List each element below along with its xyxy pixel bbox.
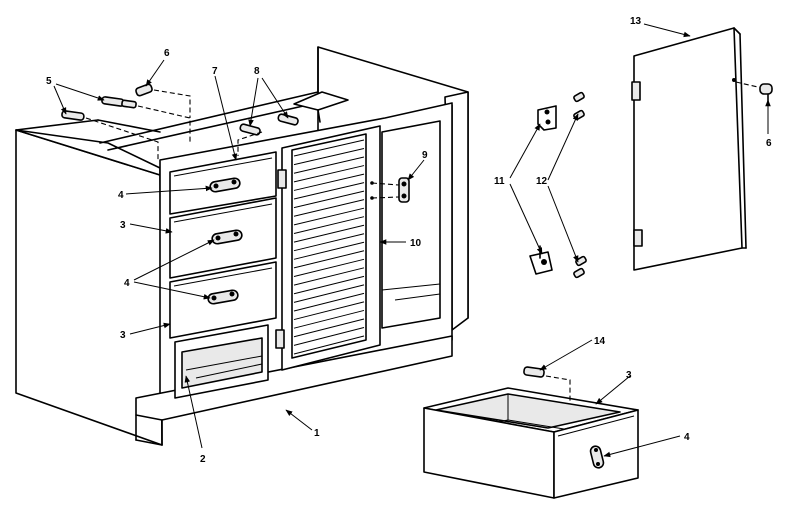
callout-8: 8 <box>254 66 260 77</box>
louver-slat <box>293 301 365 321</box>
louver-slat <box>293 233 365 252</box>
hinge-part-11 <box>529 105 557 275</box>
hinge-icon <box>633 229 643 247</box>
louver-slat <box>293 139 365 157</box>
hinge-icon <box>275 329 285 349</box>
louver-slat <box>293 207 365 226</box>
louver-slat <box>293 182 365 200</box>
drawer-pulls <box>207 177 243 305</box>
louver-slat <box>293 284 365 303</box>
louver-slat <box>293 326 365 346</box>
screw-part-6-left <box>135 83 191 118</box>
hinge-icon <box>631 81 641 101</box>
corner-bracket <box>293 91 349 123</box>
screws-part-5 <box>61 96 191 160</box>
louver-slat <box>293 148 365 166</box>
louver-slat <box>293 224 365 243</box>
louver-slat <box>293 258 365 278</box>
louver-slat <box>293 241 365 260</box>
callout-4-lower: 4 <box>124 278 130 289</box>
callout-6-left: 6 <box>164 48 170 59</box>
louver-slat <box>293 250 365 269</box>
callout-13: 13 <box>630 16 642 27</box>
louver-slat <box>293 165 365 183</box>
callout-4-upper: 4 <box>118 190 124 201</box>
callout-14: 14 <box>594 336 606 347</box>
hinge-icon <box>277 169 287 189</box>
louver-slat <box>293 309 365 329</box>
pull-handle-icon <box>211 229 243 245</box>
callout-11: 11 <box>494 176 505 187</box>
pull-handle-icon <box>207 289 239 305</box>
callout-labels: 1 2 3 3 3 4 4 4 5 6 6 7 8 9 10 11 12 13 … <box>46 16 772 465</box>
louvered-door <box>275 125 381 371</box>
door-louvers <box>293 139 365 355</box>
door-panel-part-13 <box>631 27 773 271</box>
callout-12: 12 <box>536 176 548 187</box>
callout-6-right: 6 <box>766 138 772 149</box>
loose-drawer <box>423 366 639 499</box>
louver-slat <box>293 199 365 217</box>
callout-7: 7 <box>212 66 218 77</box>
louver-slat <box>293 173 365 191</box>
knob-part-6 <box>759 83 773 103</box>
callout-3-lower: 3 <box>120 330 126 341</box>
louver-slat <box>293 190 365 209</box>
louver-slat <box>293 335 365 355</box>
door-catch <box>370 177 410 203</box>
callout-2: 2 <box>200 454 206 465</box>
callout-10: 10 <box>410 238 422 249</box>
callout-4-drawer: 4 <box>684 432 690 443</box>
callout-3-drawer: 3 <box>626 370 632 381</box>
leader-lines <box>53 23 771 458</box>
callout-1: 1 <box>314 428 320 439</box>
louver-slat <box>293 267 365 286</box>
louver-slat <box>293 275 365 295</box>
screw-part-14 <box>523 366 571 402</box>
pull-handle-icon <box>589 445 605 469</box>
toe-kick <box>135 335 453 421</box>
louver-slat <box>293 156 365 174</box>
callout-3-upper: 3 <box>120 220 126 231</box>
louver-slat <box>293 318 365 338</box>
callout-5: 5 <box>46 76 52 87</box>
louver-slat <box>293 292 365 312</box>
callout-9: 9 <box>422 150 428 161</box>
louver-slat <box>293 216 365 234</box>
